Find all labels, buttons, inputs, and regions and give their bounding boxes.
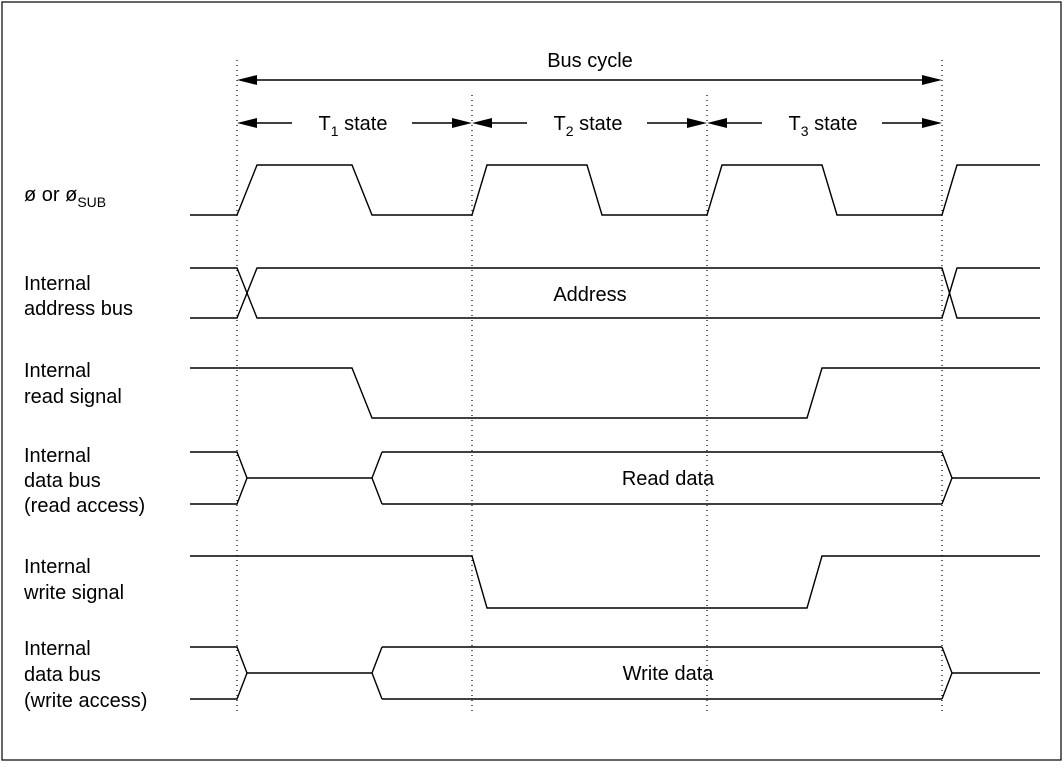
- data-read-label-line1: Internal: [24, 445, 91, 467]
- bus-cycle-arrow: [237, 75, 942, 85]
- write-signal-label-line2: write signal: [23, 582, 124, 604]
- t2-state-arrow: [472, 118, 707, 128]
- data-read-label-line3: (read access): [24, 495, 145, 517]
- t3-state-label: T3 state: [789, 113, 858, 139]
- read-signal-label-line2: read signal: [24, 386, 122, 408]
- address-bus-label-line2: address bus: [24, 298, 133, 320]
- clock-waveform: [190, 164, 1040, 216]
- data-write-label-line2: data bus: [24, 664, 101, 686]
- write-signal-label-line1: Internal: [24, 556, 91, 578]
- read-signal-label-line1: Internal: [24, 360, 91, 382]
- data-write-label-line3: (write access): [24, 690, 147, 712]
- bus-cycle-label: Bus cycle: [547, 50, 633, 72]
- data-read-label-line2: data bus: [24, 470, 101, 492]
- t1-state-label: T1 state: [319, 113, 388, 139]
- write-signal-waveform: [190, 555, 1040, 609]
- data-read-value: Read data: [622, 468, 715, 490]
- data-read-waveform: [190, 451, 1040, 505]
- data-write-label-line1: Internal: [24, 638, 91, 660]
- read-signal-waveform: [190, 367, 1040, 419]
- t3-state-arrow: [707, 118, 942, 128]
- data-write-value: Write data: [623, 663, 715, 685]
- address-bus-label-line1: Internal: [24, 273, 91, 295]
- data-write-waveform: [190, 646, 1040, 700]
- address-bus-value: Address: [553, 284, 626, 306]
- clock-signal-label: ø or øSUB: [24, 184, 106, 210]
- t1-state-arrow: [237, 118, 472, 128]
- t2-state-label: T2 state: [554, 113, 623, 139]
- address-bus-waveform: [190, 267, 1040, 319]
